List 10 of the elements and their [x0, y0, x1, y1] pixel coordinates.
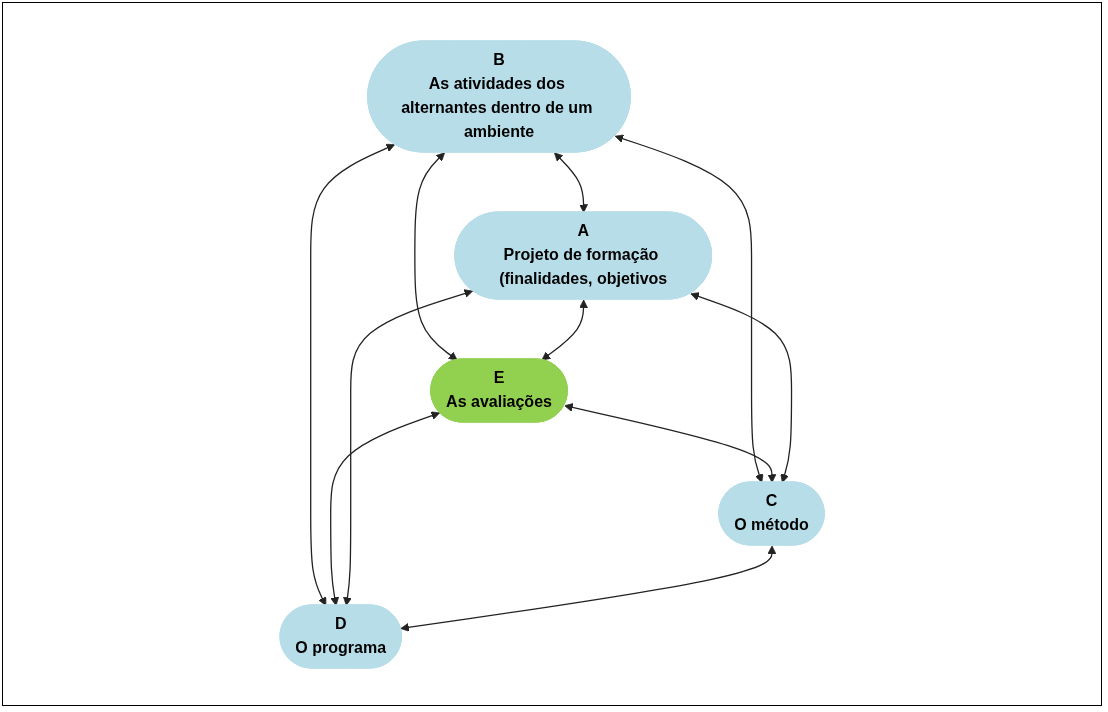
arrow: [690, 291, 793, 483]
arrow: [553, 151, 588, 213]
arrow: [414, 151, 458, 360]
arrow: [614, 134, 764, 483]
arrow: [541, 299, 588, 360]
arrow: [400, 545, 777, 632]
arrow: [329, 410, 440, 606]
arrow: [564, 402, 777, 483]
arrow: [343, 288, 473, 606]
arrow: [309, 143, 395, 606]
